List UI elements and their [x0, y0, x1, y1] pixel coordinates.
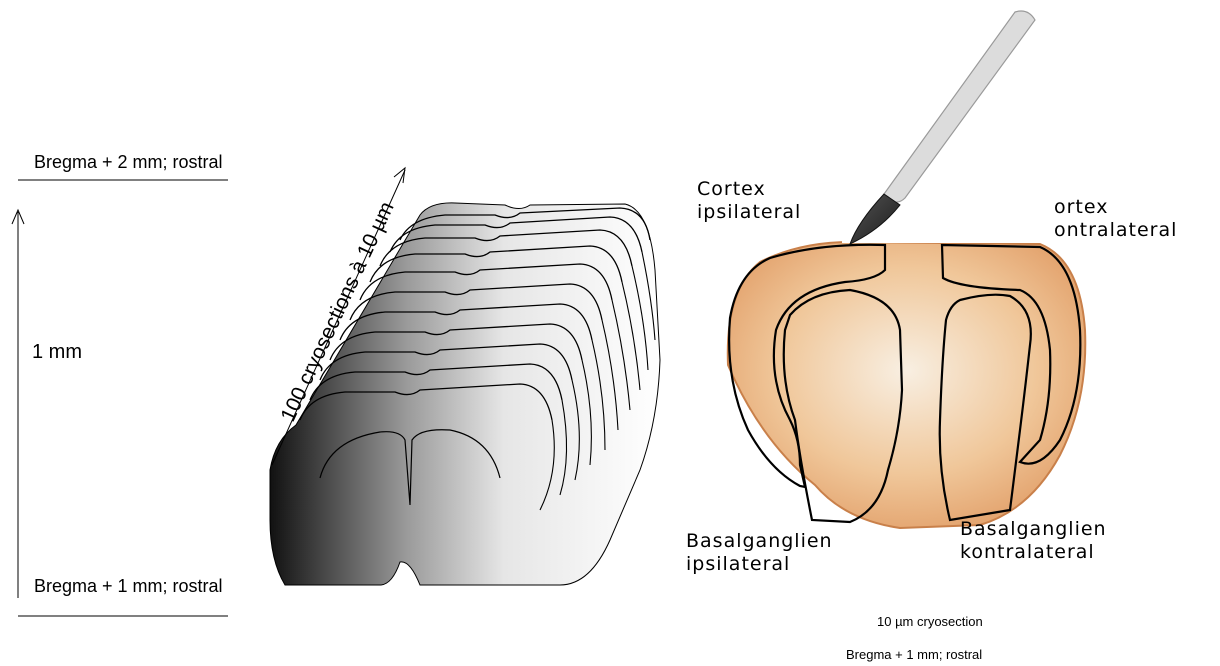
- bg-contra-line1: Basalganglien: [960, 518, 1107, 541]
- bg-contra-line2: kontralateral: [960, 541, 1107, 564]
- distance-scale: [12, 180, 228, 616]
- bg-ipsi-line2: ipsilateral: [686, 553, 833, 576]
- bg-ipsi-line1: Basalganglien: [686, 530, 833, 553]
- bottom-bregma-label: Bregma + 1 mm; rostral: [34, 576, 223, 597]
- cortex-ipsi-line1: Cortex: [697, 178, 801, 201]
- cut-edge-mask: [842, 228, 1062, 243]
- top-bregma-label: Bregma + 2 mm; rostral: [34, 152, 223, 173]
- cortex-ipsi-line2: ipsilateral: [697, 201, 801, 224]
- brain-tissue: [728, 242, 1086, 528]
- section-stack: [270, 168, 660, 585]
- cortex-ipsi-label: Cortex ipsilateral: [697, 178, 801, 224]
- bg-ipsi-label: Basalganglien ipsilateral: [686, 530, 833, 576]
- cortex-contra-label: ortex ontralateral: [1054, 196, 1177, 242]
- distance-label: 1 mm: [32, 341, 82, 364]
- brain-section: [728, 228, 1086, 528]
- bg-contra-label: Basalganglien kontralateral: [960, 518, 1107, 564]
- caption-line1: 10 µm cryosection: [877, 614, 983, 629]
- cortex-contra-line2: ontralateral: [1054, 219, 1177, 242]
- cortex-contra-line1: ortex: [1054, 196, 1177, 219]
- scalpel-icon: [850, 11, 1035, 244]
- caption-line2: Bregma + 1 mm; rostral: [846, 647, 982, 662]
